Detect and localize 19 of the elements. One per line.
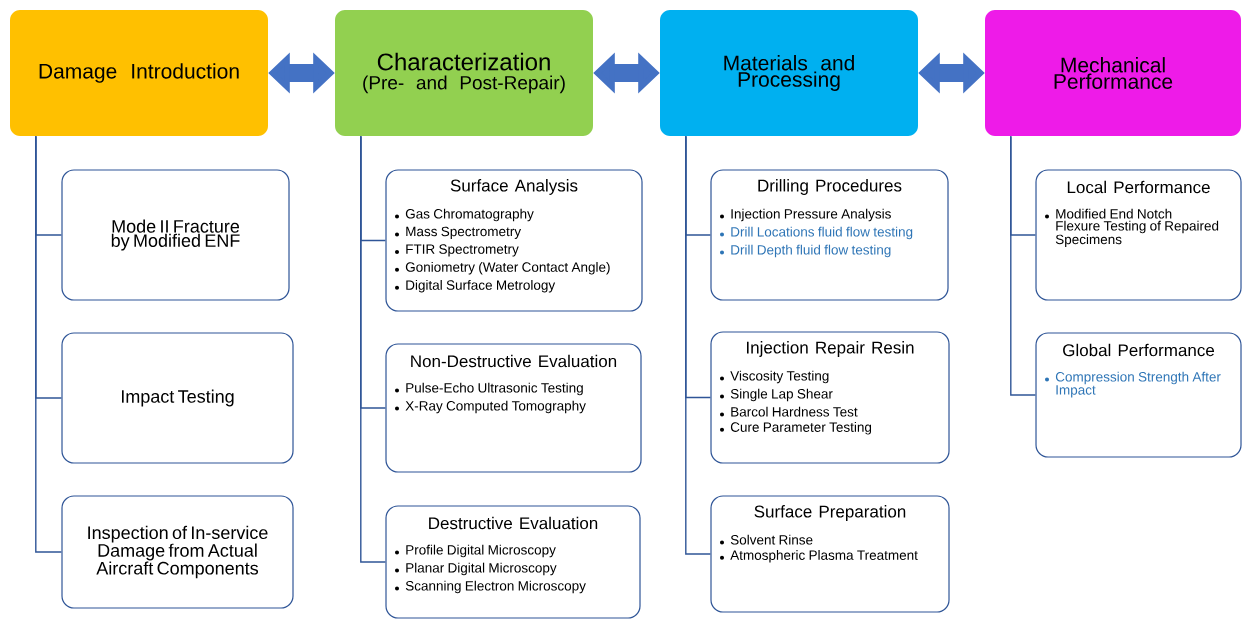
connector-line — [1010, 135, 1037, 396]
topic-box: Mode II Fracture by Modified ENF — [61, 169, 290, 301]
topic-box: Injection Repair Resin Viscosity Testing Single Lap Shear Barcol Hardness Test Cure Parameter Testing — [710, 331, 950, 464]
category-box: Damage Introduction — [10, 10, 268, 136]
topic-box: Non-Destructive Evaluation Pulse-Echo Ultrasonic Testing X-Ray Computed Tomography — [385, 343, 642, 473]
connector-line — [685, 135, 712, 555]
topic-box: Surface Analysis Gas Chromatography Mass Spectrometry FTIR Spectrometry Goniometry (Water Contact Angle) Digital Surface Metrology — [385, 169, 643, 312]
connector-line — [35, 135, 63, 553]
topic-box: Surface Preparation Solvent Rinse Atmospheric Plasma Treatment — [710, 495, 950, 613]
category-box: Mechanical Performance — [985, 10, 1241, 136]
topic-box: Global Performance Compression Strength After Impact — [1035, 332, 1242, 458]
topic-box: Drilling Procedures Injection Pressure Analysis Drill Locations fluid flow testing Drill Depth fluid flow testing — [710, 169, 949, 301]
category-box: Characterization (Pre- and Post-Repair) — [335, 10, 593, 136]
connector-line — [360, 135, 387, 563]
category-box: Materials and Processing — [660, 10, 918, 136]
topic-box: Impact Testing — [61, 332, 294, 464]
topic-box: Destructive Evaluation Profile Digital Microscopy Planar Digital Microscopy Scanning Electron Microscopy — [385, 505, 641, 619]
topic-box: Inspection of In-service Damage from Actual Aircraft Components — [61, 495, 294, 609]
topic-box: Local Performance Modified End Notch Flexure Testing of Repaired Specimens — [1035, 169, 1242, 301]
